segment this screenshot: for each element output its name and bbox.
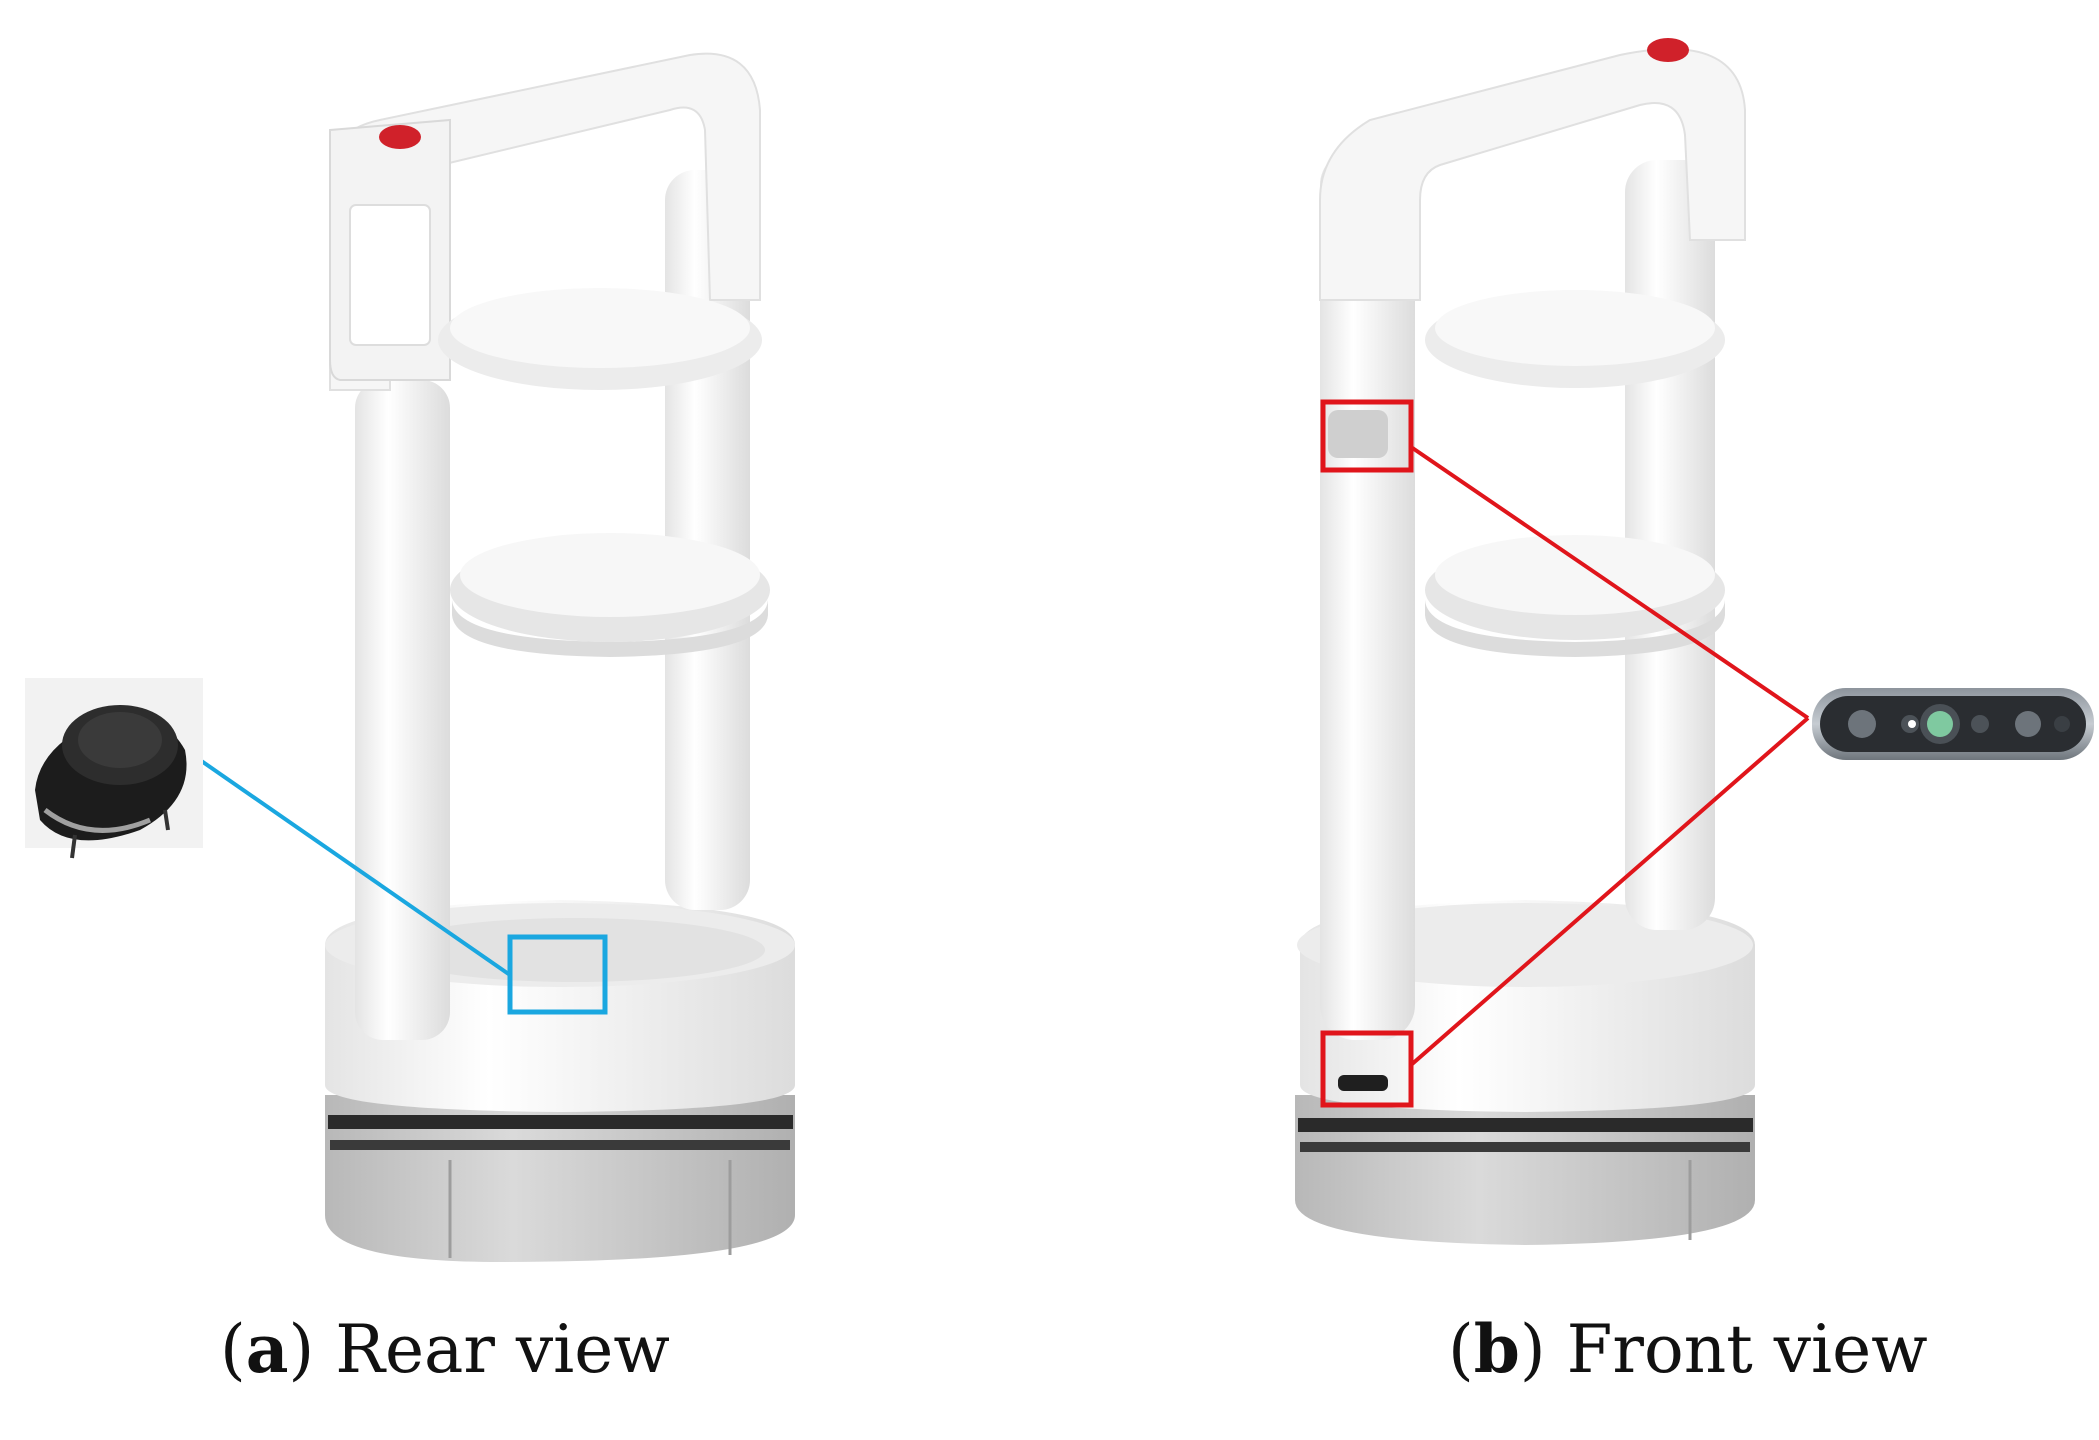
robot-front-view <box>1295 38 1755 1245</box>
robot-base <box>325 1095 795 1262</box>
camera-connector-line-upper <box>1409 445 1810 720</box>
lower-camera-highlight-box <box>1320 1030 1414 1108</box>
upper-camera-slot <box>1328 410 1388 458</box>
display-screen <box>349 204 431 346</box>
robot-rear-view <box>325 52 795 1262</box>
caption-front-view: (b) Front view <box>1448 1310 1928 1388</box>
caption-letter: a <box>245 1310 289 1388</box>
caption-title: Rear view <box>314 1311 670 1388</box>
base-vent <box>330 1140 790 1150</box>
robot-left-column <box>1320 150 1415 1040</box>
caption-rear-view: (a) Rear view <box>220 1310 670 1388</box>
robot-handle <box>1319 48 1746 301</box>
lower-camera-slot <box>1338 1075 1388 1091</box>
robot-front-column <box>355 380 450 1040</box>
camera-connector-line-lower <box>1409 716 1810 1067</box>
base-vent <box>1300 1142 1750 1152</box>
base-vent <box>328 1115 793 1129</box>
base-vent <box>1298 1118 1753 1132</box>
lidar-connector-line <box>198 758 512 977</box>
caption-title: Front view <box>1545 1311 1928 1388</box>
lidar-sensor-image <box>25 678 203 859</box>
emergency-stop-button <box>379 125 421 149</box>
emergency-stop-button <box>1647 38 1689 62</box>
caption-letter: b <box>1473 1310 1520 1388</box>
robot-base <box>1295 1095 1755 1245</box>
depth-camera-image <box>1812 688 2094 760</box>
upper-camera-highlight-box <box>1320 399 1414 473</box>
